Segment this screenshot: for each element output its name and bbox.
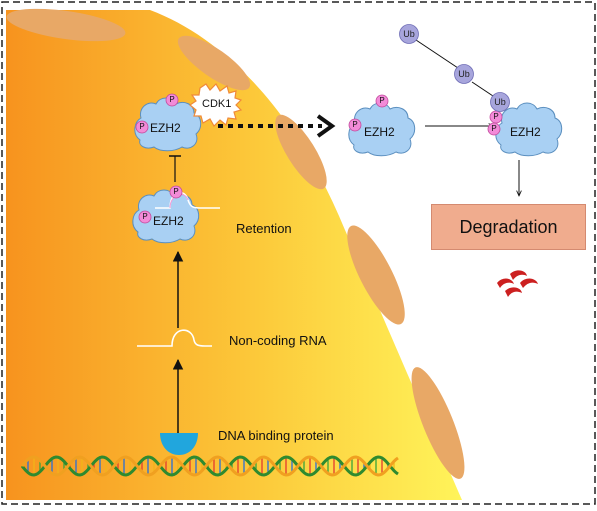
phospho-marker [169,185,183,199]
phospho-label: P [352,120,358,129]
ezh2-cytoplasm [348,94,416,157]
phospho-label: P [139,122,145,131]
phospho-label: P [142,212,148,221]
ezh2-label: EZH2 [150,121,181,135]
ezh2-label: EZH2 [364,125,395,139]
fragment [520,278,538,288]
ezh2-label: EZH2 [510,125,541,139]
nuclear-pore [411,367,465,479]
ubiquitin-2 [454,64,474,84]
nuclear-pores [6,8,465,479]
nuclear-pore [275,114,327,190]
phospho-label: P [491,124,497,133]
fragment [510,270,527,280]
ezh2-label: EZH2 [153,214,184,228]
nuclear-pore [347,225,405,325]
phospho-label: P [173,187,179,196]
non-coding-rna-label: Non-coding RNA [229,333,327,348]
ezh2-protein [132,189,200,244]
degradation-label: Degradation [459,216,558,237]
phospho-marker [487,122,501,136]
ezh2-ubiquitinated [487,102,563,157]
non-coding-rna [137,329,212,347]
ubiquitin-label: Ub [403,29,415,39]
phospho-label: P [169,95,175,104]
ubiquitin-label: Ub [458,69,470,79]
ubiquitin-label: Ub [494,97,506,107]
dna-helix [20,455,399,477]
ubiquitin-3 [490,92,510,112]
ezh2-protein [348,102,416,157]
export-arrow-head [316,114,336,138]
phospho-label: P [493,112,499,121]
nuclear-pore [6,8,126,42]
cdk1-label: CDK1 [202,98,232,110]
ub-link [471,81,494,97]
fragment [505,287,522,297]
phospho-marker [135,120,149,134]
fragment [497,278,514,288]
degraded-fragments [497,270,538,297]
ezh2-protein [495,102,563,157]
nuclear-pore [177,35,251,91]
phospho-marker [348,118,362,132]
phospho-marker [165,93,179,107]
retention-label: Retention [236,221,292,236]
ezh2-retained [132,185,220,244]
phospho-marker [375,94,389,108]
cdk1-starburst [188,83,243,127]
degradation-box: Degradation [431,204,586,250]
ezh2-cdk1-complex [134,83,243,152]
dna-binding-protein-label: DNA binding protein [218,428,334,443]
ub-link [415,39,459,69]
nucleus-region [6,10,462,500]
phospho-marker [138,210,152,224]
phospho-label: P [379,96,385,105]
dna-binding-protein [160,433,198,455]
ubiquitin-1 [399,24,419,44]
ezh2-protein [134,97,202,152]
